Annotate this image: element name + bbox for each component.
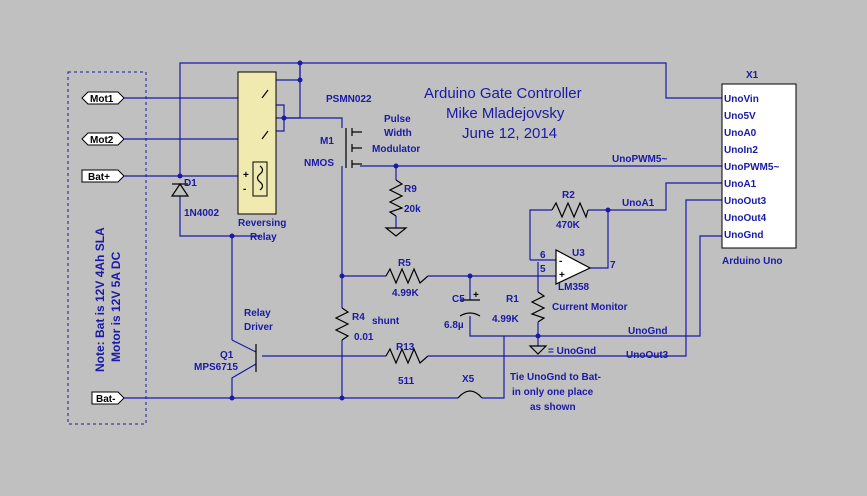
mosfet-m1 — [345, 128, 362, 168]
gnd-symbol — [528, 345, 548, 355]
resistor-r2 — [551, 201, 589, 219]
m1-ref: M1 — [320, 136, 334, 147]
u3-pin6: 6 — [540, 250, 546, 261]
arduino-pin-unoout3: UnoOut3 — [724, 196, 767, 207]
shunt-label: shunt — [372, 316, 400, 327]
net-gnd: UnoGnd — [628, 326, 667, 337]
u3-value: LM358 — [558, 282, 590, 293]
title-line1: Arduino Gate Controller — [424, 85, 582, 102]
net-pwm: UnoPWM5~ — [612, 154, 667, 165]
tie-note-2: in only one place — [512, 387, 594, 398]
note-box — [67, 71, 147, 425]
resistor-r5 — [385, 267, 429, 285]
r1-ref: R1 — [506, 294, 519, 305]
r4-ref: R4 — [352, 312, 365, 323]
c5-ref: C5 — [452, 294, 465, 305]
ground-r9 — [384, 227, 408, 237]
port-bat-minus: Bat- — [91, 391, 125, 405]
r1-value: 4.99K — [492, 314, 519, 325]
note-line1: Note: Bat is 12V 4Ah SLA — [93, 227, 107, 372]
resistor-r4 — [334, 307, 350, 341]
r2-ref: R2 — [562, 190, 575, 201]
r5-value: 4.99K — [392, 288, 419, 299]
arduino-pin-unopwm5: UnoPWM5~ — [724, 162, 779, 173]
resistor-r1 — [530, 291, 546, 323]
x5-ref: X5 — [462, 374, 475, 385]
relay-driver-2: Driver — [244, 322, 273, 333]
arduino-pin-unoin2: UnoIn2 — [724, 145, 758, 156]
diode-d1 — [170, 182, 190, 197]
pwm-label-2: Width — [384, 128, 412, 139]
gnd-symbol-label: = UnoGnd — [548, 346, 596, 357]
relay-driver-1: Relay — [244, 308, 271, 319]
d1-ref: D1 — [184, 178, 197, 189]
r4-value: 0.01 — [354, 332, 374, 343]
arduino-block — [721, 83, 797, 249]
port-mot2-label: Mot2 — [90, 135, 114, 146]
pwm-label-1: Pulse — [384, 114, 411, 125]
r9-value: 20k — [404, 204, 421, 215]
pwm-label-3: Modulator — [372, 144, 420, 155]
arduino-pin-uno5v: Uno5V — [724, 111, 756, 122]
link-x5 — [457, 390, 483, 399]
svg-text:+: + — [559, 270, 565, 281]
resistor-r13 — [385, 347, 429, 365]
r13-ref: R13 — [396, 342, 415, 353]
svg-text:+: + — [243, 170, 249, 181]
title-line3: June 12, 2014 — [462, 125, 557, 142]
arduino-pin-unoout4: UnoOut4 — [724, 213, 767, 224]
relay-label-1: Reversing — [238, 218, 286, 229]
port-bat-minus-label: Bat- — [96, 394, 115, 405]
u3-ref: U3 — [572, 248, 585, 259]
svg-text:-: - — [243, 184, 246, 195]
net-a1: UnoA1 — [622, 198, 655, 209]
port-bat-plus: Bat+ — [81, 169, 125, 183]
c5-value: 6.8µ — [444, 320, 464, 331]
wires — [124, 62, 722, 399]
tie-note-3: as shown — [530, 402, 576, 413]
r13-value: 511 — [398, 376, 415, 387]
m1-part: PSMN022 — [326, 94, 372, 105]
relay-label-2: Relay — [250, 232, 277, 243]
resistor-r9 — [388, 179, 404, 217]
arduino-ref: X1 — [746, 70, 759, 81]
arduino-pin-unoa0: UnoA0 — [724, 128, 757, 139]
r2-value: 470K — [556, 220, 581, 231]
d1-value: 1N4002 — [184, 208, 219, 219]
port-mot1-label: Mot1 — [90, 94, 114, 105]
m1-type: NMOS — [304, 158, 334, 169]
svg-text:+: + — [473, 290, 479, 301]
arduino-pin-unognd: UnoGnd — [724, 230, 763, 241]
capacitor-c5: + — [459, 290, 481, 317]
arduino-name: Arduino Uno — [722, 256, 783, 267]
arduino-pin-unoa1: UnoA1 — [724, 179, 757, 190]
current-monitor-label: Current Monitor — [552, 302, 628, 313]
port-bat-plus-label: Bat+ — [88, 172, 110, 183]
q1-ref: Q1 — [220, 350, 234, 361]
net-out3: UnoOut3 — [626, 350, 669, 361]
opamp-u3: - + — [555, 249, 592, 285]
tie-note-1: Tie UnoGnd to Bat- — [510, 372, 601, 383]
port-mot1: Mot1 — [81, 91, 125, 105]
note-line2: Motor is 12V 5A DC — [109, 251, 123, 362]
junction-dots — [177, 60, 611, 401]
r5-ref: R5 — [398, 258, 411, 269]
q1-value: MPS6715 — [194, 362, 238, 373]
svg-text:-: - — [559, 256, 562, 267]
title-line2: Mike Mladejovsky — [446, 105, 565, 122]
u3-pin5: 5 — [540, 264, 546, 275]
u3-pin7: 7 — [610, 260, 616, 271]
reversing-relay: + - — [237, 71, 277, 215]
arduino-pin-unovin: UnoVin — [724, 94, 759, 105]
port-mot2: Mot2 — [81, 132, 125, 146]
r9-ref: R9 — [404, 184, 417, 195]
